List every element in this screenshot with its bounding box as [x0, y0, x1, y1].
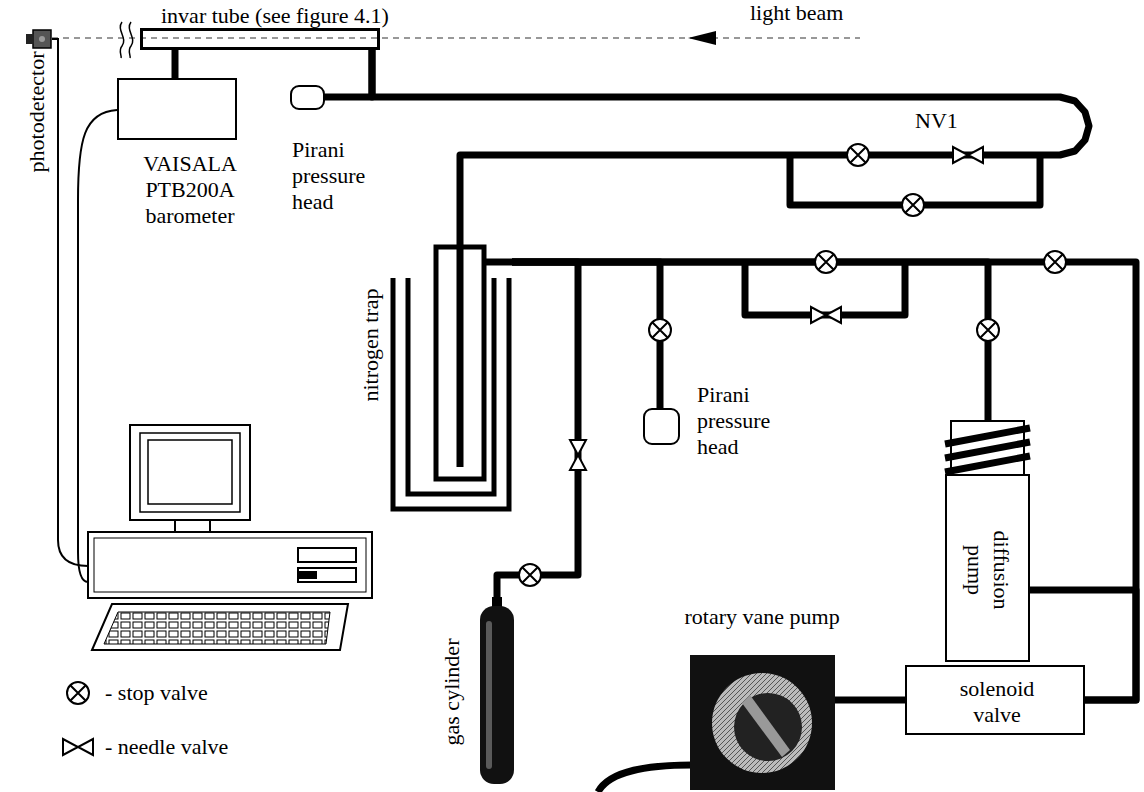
legend-symbols [63, 682, 93, 755]
photodetector: photodetector [26, 28, 52, 50]
node-label: invar tube (see figure 4.1) [161, 3, 389, 29]
cold-trap-drawing [484, 259, 512, 266]
computer [300, 572, 316, 578]
gas-cylinder: gas cylinder [478, 597, 516, 785]
vacuum-pipe [835, 697, 905, 704]
node-label: gas cylinder [439, 639, 465, 746]
diffusion-pump: diffusion pump [945, 420, 1030, 662]
photodetector-icon [33, 30, 51, 48]
node-label: Pirani pressure head [697, 382, 807, 460]
valves [847, 144, 869, 166]
valves [649, 319, 671, 341]
legend-symbols [63, 739, 93, 755]
light-beam [52, 31, 860, 45]
valves [815, 251, 837, 273]
vacuum-pipe [512, 262, 660, 408]
valves [902, 194, 924, 216]
rotary-pump-drawing [690, 655, 835, 790]
bypass-pipes [660, 155, 1040, 340]
nitrogen-trap: nitrogen trap [390, 245, 512, 512]
computer [298, 548, 356, 562]
photodetector-icon [26, 28, 52, 50]
vacuum-hose [598, 765, 692, 792]
gas-cylinder-body [478, 597, 516, 785]
photodetector-icon [39, 36, 45, 42]
signal-cables [52, 39, 88, 566]
node-label: rotary vane pump [685, 604, 840, 630]
valves [519, 564, 541, 586]
vacuum-pipe [512, 262, 988, 420]
diffusion-pump-body [945, 420, 1030, 662]
valves [570, 440, 586, 470]
node-label: diffusion pump [962, 520, 1014, 620]
rotary-vane-pump: rotary vane pump [690, 655, 835, 790]
legend-symbols [67, 682, 89, 704]
signal-cables [78, 110, 117, 582]
computer [88, 532, 372, 598]
legend-text: - needle valve [105, 734, 228, 760]
break-mark [120, 22, 124, 58]
node-label: solenoid valve [942, 676, 1052, 728]
cold-trap-drawing [390, 245, 512, 512]
node-label: photodetector [24, 52, 50, 173]
light-beam [52, 37, 860, 39]
vacuum-pipe [512, 262, 1136, 700]
valves [811, 307, 841, 323]
computer [88, 425, 372, 650]
gas-cylinder-body [480, 606, 514, 784]
computer [104, 612, 330, 644]
computer [298, 568, 356, 582]
node-label: VAISALA PTB200A barometer [129, 151, 251, 229]
node-label: Pirani pressure head [292, 137, 402, 215]
computer [130, 425, 250, 520]
vacuum-hose [598, 765, 692, 792]
computer [175, 520, 210, 532]
valves [1044, 251, 1066, 273]
light-beam [688, 31, 716, 45]
node-label: nitrogen trap [357, 288, 383, 401]
valves [953, 147, 983, 163]
solenoid-valve: solenoid valve [905, 665, 1085, 735]
barometer-box: VAISALA PTB200A barometer [117, 78, 237, 140]
rotary-pump-drawing [690, 655, 835, 790]
rotary-pump-drawing [734, 693, 802, 761]
gas-cylinder-body [486, 621, 492, 769]
photodetector-icon [26, 34, 34, 44]
beam-label: light beam [750, 0, 843, 26]
computer [148, 440, 232, 504]
valves [977, 319, 999, 341]
rotary-pump-drawing [712, 673, 812, 773]
break-mark [129, 22, 133, 58]
vacuum-pipe [372, 50, 1089, 245]
vacuum-pipe [172, 50, 179, 78]
signal-cables [52, 39, 117, 582]
vacuum-pipe [325, 50, 372, 97]
invar-tube: invar tube (see figure 4.1) [140, 28, 380, 50]
pirani-gauge: Pirani pressure head [643, 408, 680, 445]
diffusion-pump-body [945, 428, 1030, 472]
legend-text: - stop valve [105, 680, 208, 706]
rotary-pump-drawing [742, 695, 790, 757]
computer [140, 433, 240, 512]
pirani-gauge: Pirani pressure head [290, 85, 325, 110]
computer [94, 538, 366, 592]
diffusion-pump-body [946, 475, 1029, 661]
valve-label: NV1 [915, 108, 958, 134]
cold-trap-drawing [457, 245, 464, 467]
computer [92, 604, 348, 650]
break-mark [120, 22, 133, 58]
